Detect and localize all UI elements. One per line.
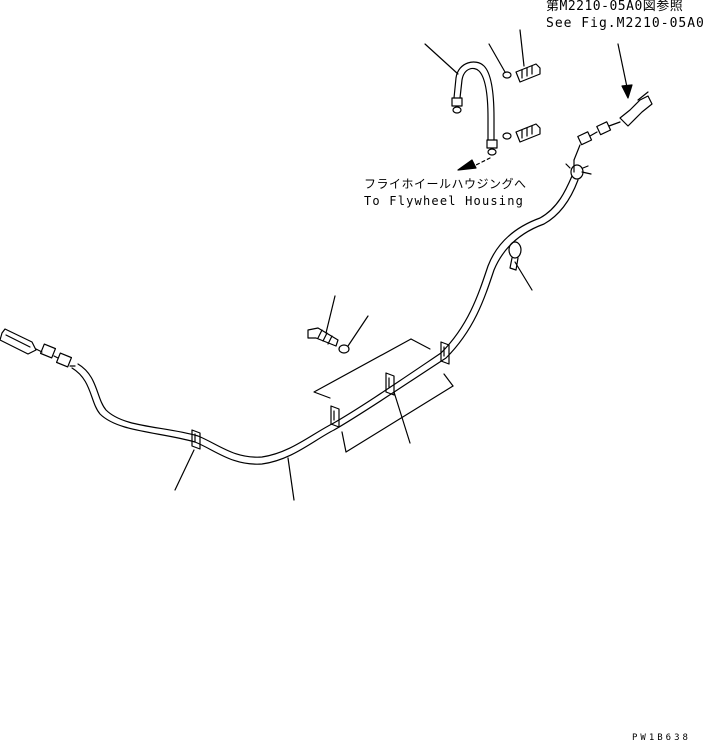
drawing-code: PW1B638: [632, 733, 691, 743]
clip: [330, 405, 340, 428]
reference-figure-en: See Fig.M2210-05A0: [546, 16, 704, 31]
reference-figure-jp: 第M2210-05A0図参照: [546, 0, 684, 14]
flywheel-destination-en: To Flywheel Housing: [364, 194, 525, 208]
leader-lines: [174, 29, 592, 501]
mounting-plate: [313, 338, 454, 453]
main-harness: [71, 175, 579, 465]
clip: [440, 341, 450, 365]
left-connector: [0, 328, 76, 368]
right-connector: [573, 91, 653, 173]
lower-fasteners: [307, 327, 350, 354]
clamp: [565, 163, 589, 180]
flywheel-destination-jp: フライホイールハウジングへ: [364, 177, 527, 191]
clip: [191, 429, 201, 450]
clip: [385, 372, 395, 396]
upper-fasteners: [502, 63, 541, 143]
clamp: [508, 241, 522, 271]
arrows: [457, 43, 633, 171]
ground-strap: [451, 61, 498, 156]
